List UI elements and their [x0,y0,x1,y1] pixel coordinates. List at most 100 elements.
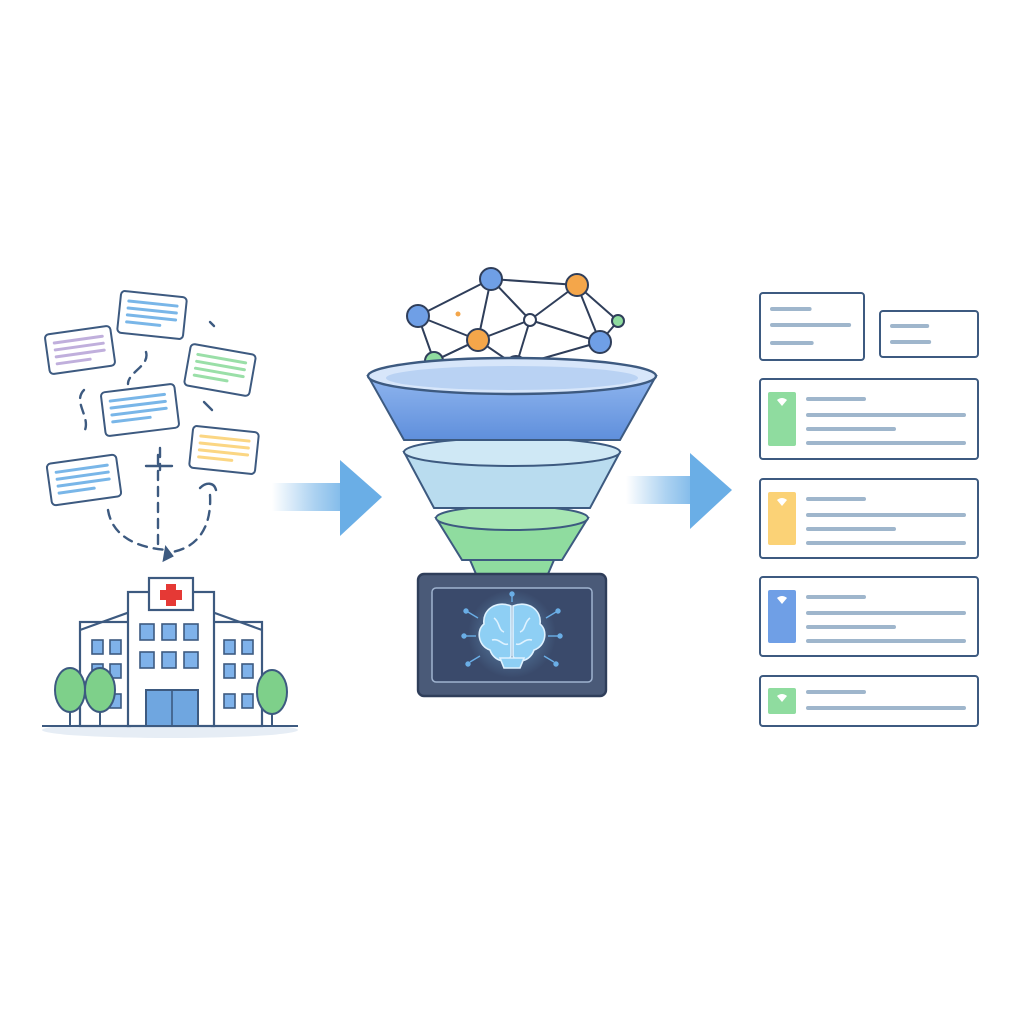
hospital-window [241,693,254,709]
record-category-tag [768,590,796,643]
document-icon [116,290,188,340]
record-text-line [806,427,896,431]
data-funnel-icon [366,356,658,575]
document-text-line [53,341,105,352]
hospital-window [109,663,122,679]
connector-tick [208,320,216,328]
document-text-line [52,334,104,345]
tag-marker-icon [777,398,787,406]
scattered-documents [44,290,260,507]
hospital-window [109,639,122,655]
document-text-line [54,348,106,359]
record-text-line [806,706,966,710]
flow-arrow-icon [626,453,732,529]
hospital-window [139,623,155,641]
hospital-window [241,639,254,655]
connector-tick [198,482,218,492]
network-edge [490,278,578,286]
record-card [759,292,865,361]
dashed-connector [78,388,88,434]
document-text-line [109,399,167,410]
record-card-frame [879,310,979,358]
document-text-line [54,463,109,474]
document-text-line [125,313,178,322]
document-card [183,343,257,397]
network-spark [455,311,461,317]
record-text-line [806,413,966,417]
record-text-line [806,497,866,501]
document-text-line [125,320,162,327]
funnel-mouth-inner [386,366,638,390]
document-text-line [126,306,178,315]
document-text-line [197,455,234,462]
flow-arrow-icon [272,460,382,536]
document-icon [44,325,116,375]
tree-icon [54,667,86,726]
hospital-building-icon [42,576,298,738]
document-icon [183,343,257,397]
hospital-window [241,663,254,679]
record-card-frame [759,675,979,727]
dashed-connector [126,350,148,386]
record-text-line [806,441,966,445]
hospital-window [223,639,236,655]
document-text-line [127,299,179,308]
tag-marker-icon [777,596,787,604]
document-text-line [55,357,92,366]
hospital-window [139,651,155,669]
document-text-line [56,477,111,488]
network-node [565,273,589,297]
right-wing-roof [211,610,263,632]
record-text-line [770,307,812,311]
document-text-line [199,434,251,443]
document-text-line [57,486,96,495]
document-text-line [197,448,250,457]
record-text-line [890,340,932,344]
hospital-window [161,651,177,669]
document-icon [100,383,180,437]
hospital-window [161,623,177,641]
dashed-connector [106,508,170,552]
document-text-line [111,415,152,424]
network-node [406,304,430,328]
network-node [523,313,537,327]
tree-icon [256,669,288,726]
network-node [466,328,490,352]
network-edge [529,319,601,343]
network-node [611,314,625,328]
funnel-spout [468,559,556,575]
hospital-right-wing [210,620,264,728]
record-text-line [770,323,852,327]
funnel-layer-2-rim [403,437,621,467]
record-text-line [806,541,966,545]
dashed-connector [170,493,212,554]
connector-endpoint [162,545,174,563]
record-card [879,310,979,358]
record-text-line [806,625,896,629]
record-text-line [806,527,896,531]
document-icon [188,425,260,475]
record-text-line [806,690,866,694]
record-text-line [806,639,966,643]
document-text-line [196,352,248,365]
record-text-line [806,513,966,517]
left-wing-roof [79,610,131,632]
document-text-line [195,359,246,372]
arrow-tail [272,483,348,511]
record-text-line [770,341,814,345]
connector-tick [202,400,214,412]
document-text-line [193,366,245,379]
hospital-window [183,651,199,669]
document-text-line [108,392,167,403]
medical-cross-icon [160,584,182,606]
tagged-record-card [759,576,979,657]
hospital-window [223,693,236,709]
record-text-line [806,595,866,599]
document-text-line [55,470,110,481]
network-edge [417,278,492,317]
document-text-line [198,441,250,450]
ai-processing-screen [416,572,608,698]
tag-marker-icon [777,498,787,506]
tagged-record-card [759,675,979,727]
ai-brain-icon [478,603,546,669]
